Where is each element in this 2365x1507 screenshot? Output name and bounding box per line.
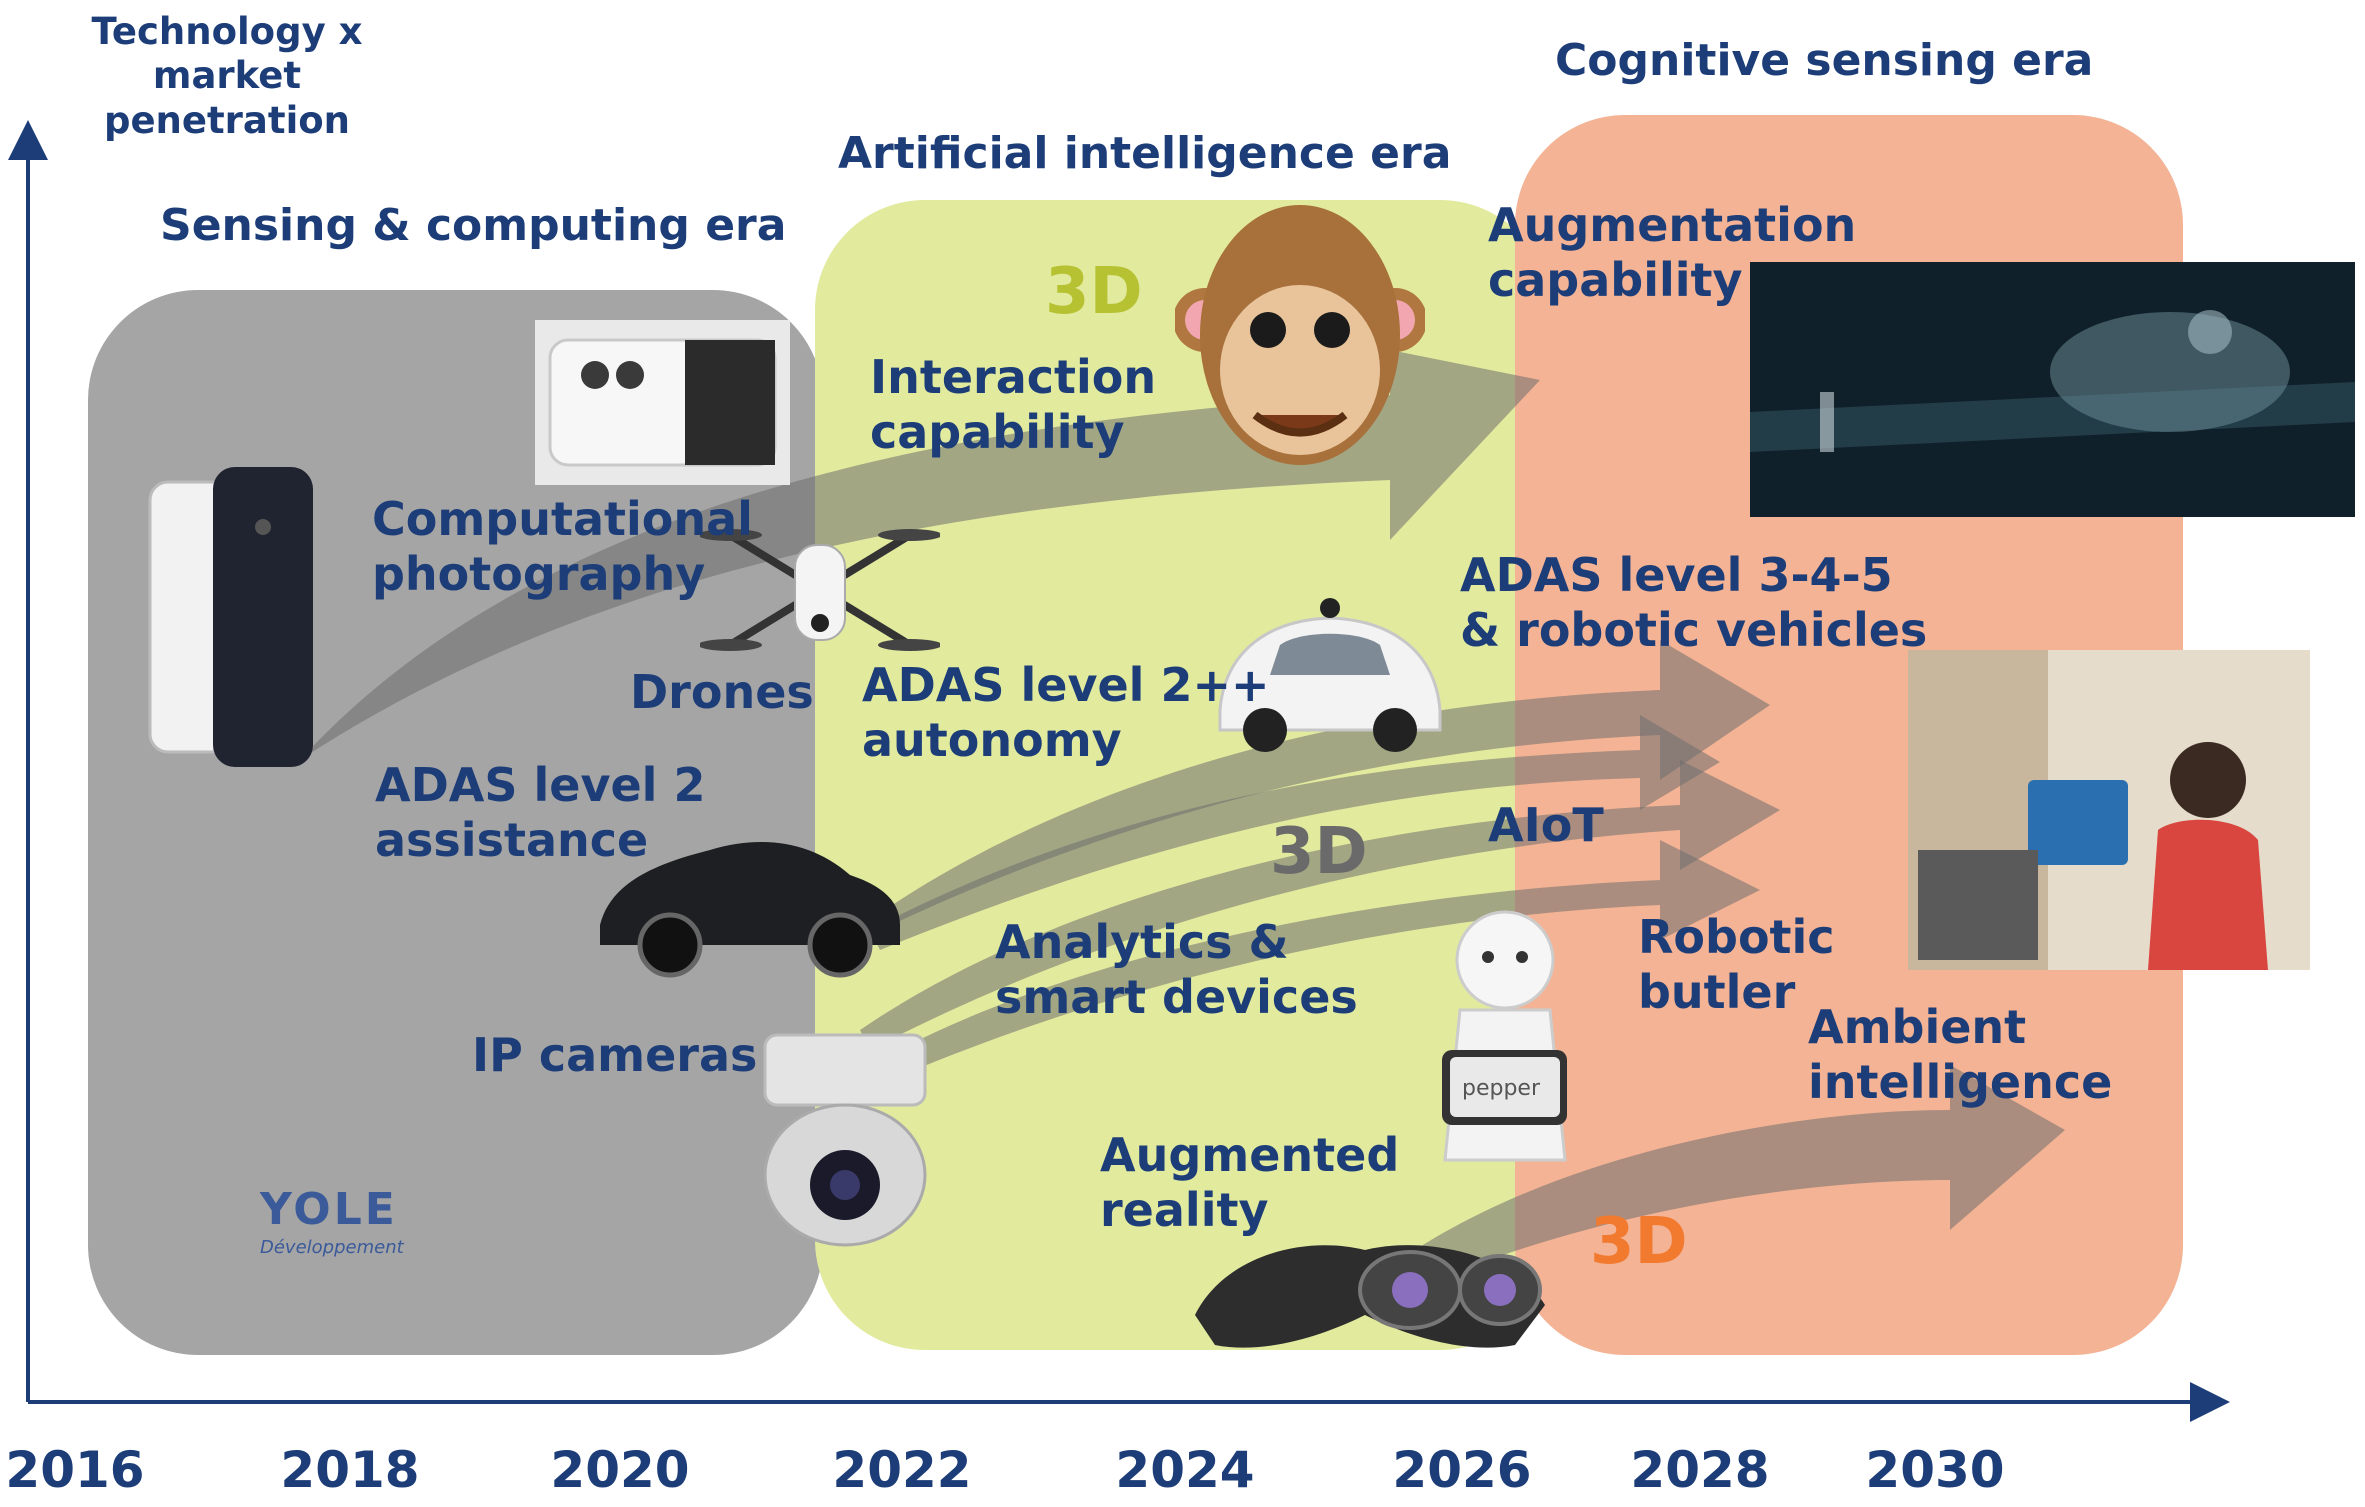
yole-logo-sub: Développement: [260, 1236, 404, 1258]
label-interaction-capability: Interaction capability: [870, 350, 1157, 460]
x-tick-2024: 2024: [1115, 1441, 1255, 1499]
ai-era-title: Artificial intelligence era: [838, 128, 1452, 179]
label-aiot: AIoT: [1488, 798, 1604, 852]
pepper-screen-text: pepper: [1462, 1076, 1541, 1101]
yole-logo-main: YOLE: [260, 1184, 398, 1236]
pepper-robot-image: [1400, 905, 1610, 1165]
x-tick-2020: 2020: [550, 1441, 690, 1499]
trend-arrows: [300, 350, 2065, 1290]
smartphone-camera-image: [535, 320, 790, 485]
label-augmentation-capability: Augmentation capability: [1488, 198, 1857, 308]
label-computational-photography: Computational photography: [372, 492, 753, 602]
autonomous-car-image: [1210, 590, 1450, 760]
sensing-era-title: Sensing & computing era: [160, 200, 787, 251]
x-tick-2018: 2018: [280, 1441, 420, 1499]
x-tick-2026: 2026: [1392, 1441, 1532, 1499]
retail-store-image: [1908, 650, 2310, 970]
label-drones: Drones: [630, 665, 814, 719]
hologram-concert-image: [1750, 262, 2355, 517]
label-augmented-reality: Augmented reality: [1100, 1128, 1400, 1238]
x-tick-2028: 2028: [1630, 1441, 1770, 1499]
x-tick-2022: 2022: [832, 1441, 972, 1499]
label-adas-level-345: ADAS level 3-4-5 & robotic vehicles: [1460, 548, 1928, 658]
ip-camera-image: [755, 1025, 935, 1250]
cognitive-era-title: Cognitive sensing era: [1555, 35, 2094, 86]
drone-image: [700, 505, 940, 680]
x-tick-2030: 2030: [1865, 1441, 2005, 1499]
label-robotic-butler: Robotic butler: [1638, 910, 1835, 1020]
label-analytics: Analytics & smart devices: [995, 915, 1358, 1025]
tag-3d-interaction: 3D: [1045, 255, 1143, 329]
label-adas-level-2pp: ADAS level 2++ autonomy: [862, 658, 1270, 768]
x-tick-2016: 2016: [5, 1441, 145, 1499]
tag-3d-aiot: 3D: [1270, 815, 1368, 889]
yole-logo: YOLE Développement: [215, 1165, 404, 1278]
label-ambient-intelligence: Ambient intelligence: [1808, 1000, 2113, 1110]
tesla-car-image: [590, 805, 910, 985]
tag-3d-ambient: 3D: [1590, 1205, 1688, 1279]
phones-image: [145, 462, 325, 772]
ar-headset-image: [1185, 1195, 1555, 1385]
label-ip-cameras: IP cameras: [472, 1028, 758, 1082]
y-axis-label: Technology x market penetration: [91, 10, 363, 142]
monkey-animoji-image: [1175, 200, 1425, 475]
label-adas-level-2: ADAS level 2 assistance: [375, 758, 706, 868]
